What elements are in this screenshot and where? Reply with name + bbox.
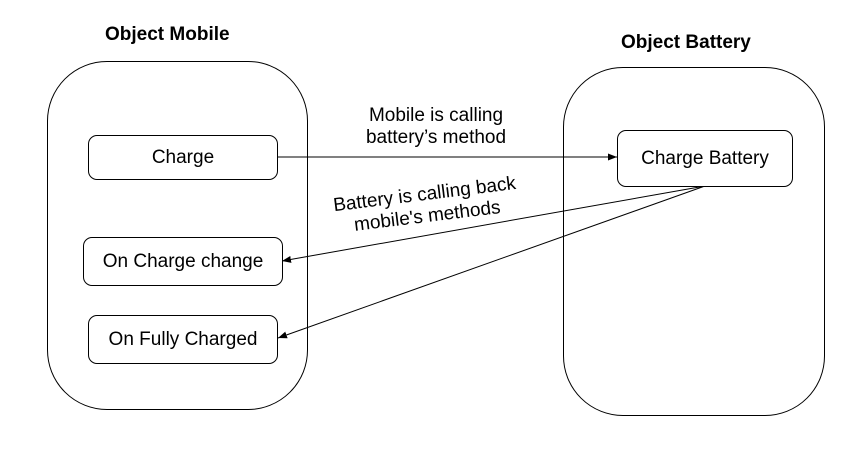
charge-battery-method-box: Charge Battery xyxy=(617,130,793,187)
mobile-object-title: Object Mobile xyxy=(105,24,230,45)
battery-object-title: Object Battery xyxy=(621,32,751,53)
charge-battery-method-label: Charge Battery xyxy=(641,147,769,169)
call-edge-label: Mobile is calling battery’s method xyxy=(356,105,516,149)
on-charge-change-method-box: On Charge change xyxy=(83,237,283,286)
on-charge-change-method-label: On Charge change xyxy=(102,250,264,272)
charge-method-box: Charge xyxy=(88,135,278,180)
on-fully-charged-method-label: On Fully Charged xyxy=(108,328,258,350)
charge-method-label: Charge xyxy=(151,146,215,168)
call-edge-label-line-2: battery’s method xyxy=(365,127,507,148)
on-fully-charged-method-box: On Fully Charged xyxy=(88,315,278,364)
callback-edge-label: Battery is calling back mobile's methods xyxy=(314,171,538,241)
call-edge-label-line-1: Mobile is calling xyxy=(368,105,504,126)
battery-object-container xyxy=(563,67,825,416)
